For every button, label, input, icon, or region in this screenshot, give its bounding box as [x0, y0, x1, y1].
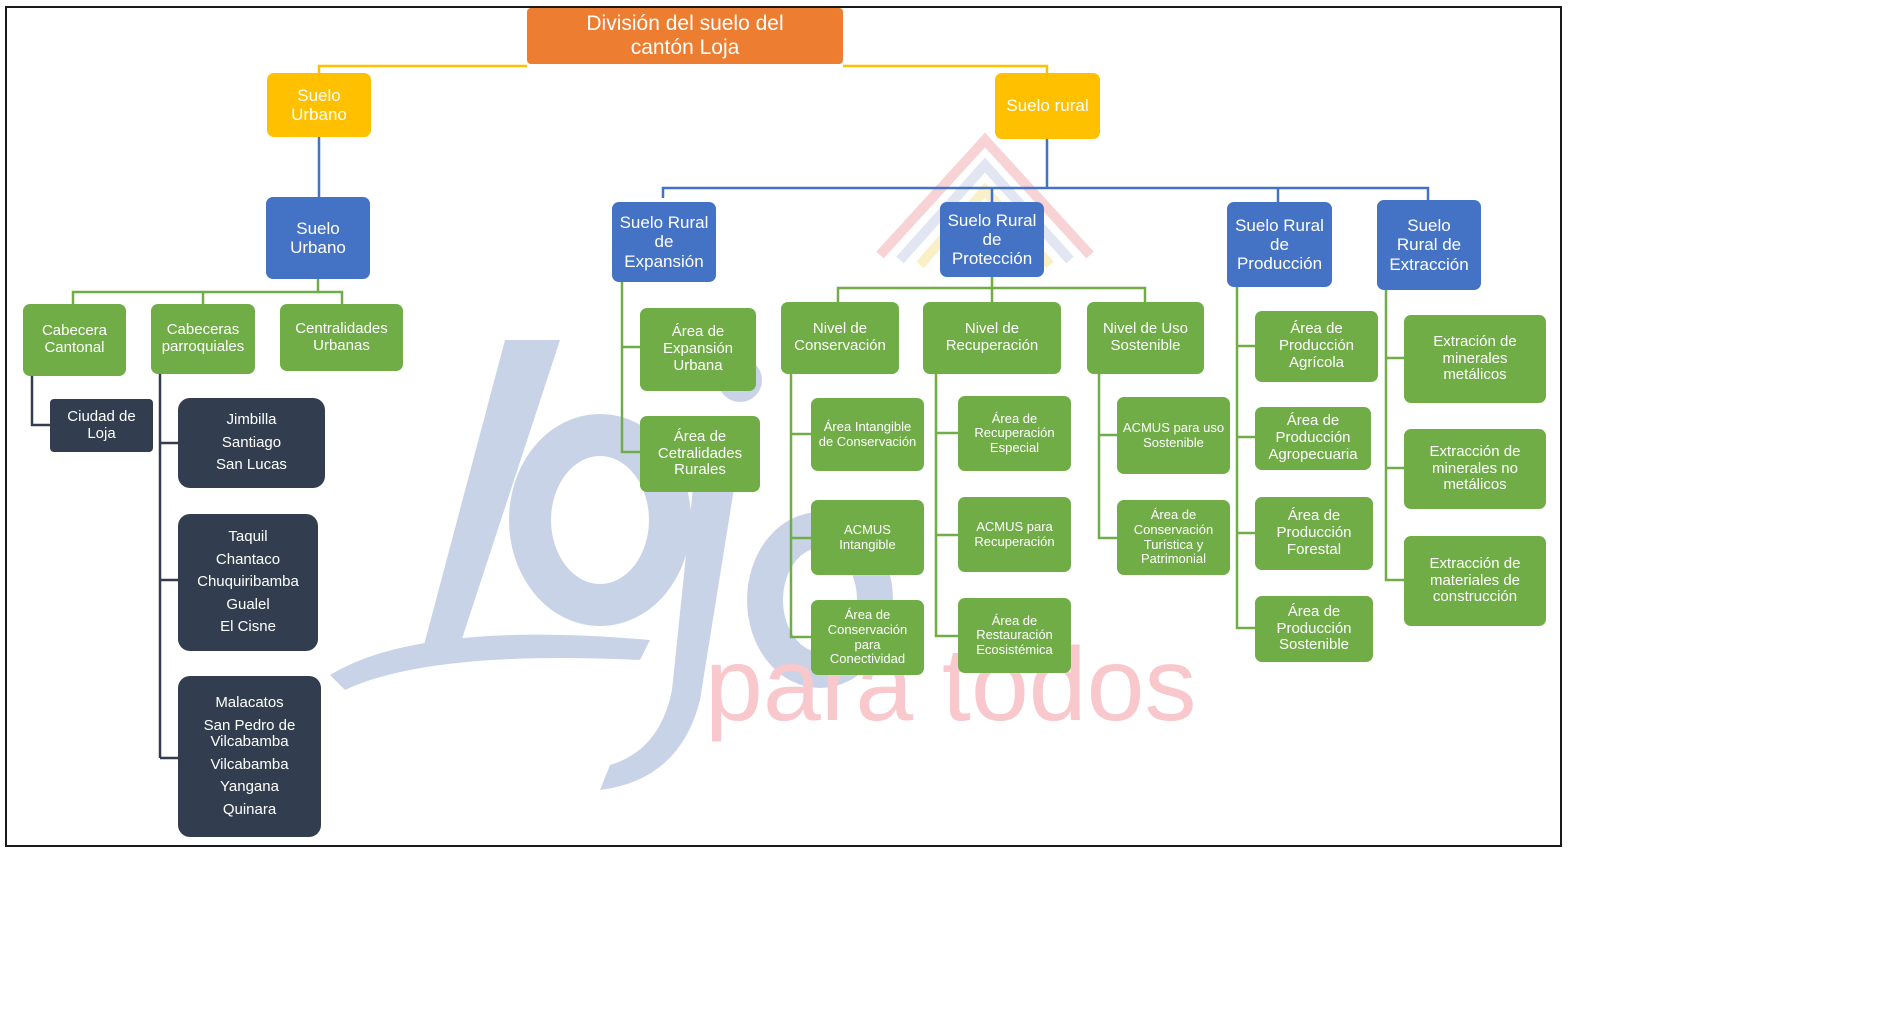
parroquia-el-cisne: El Cisne — [220, 618, 276, 636]
suelo-rural-proteccion-node: Suelo Rural de Protección — [940, 202, 1044, 277]
parroquia-san-lucas: San Lucas — [216, 456, 287, 474]
area-produccion-agricola-node: Área de Producción Agrícola — [1255, 311, 1378, 382]
parroquia-vilcabamba: Vilcabamba — [210, 755, 289, 773]
area-conservacion-turistica-node: Área de Conservación Turística y Patrimo… — [1117, 500, 1230, 575]
acmus-uso-sostenible-node: ACMUS para uso Sostenible — [1117, 397, 1230, 474]
nivel-uso-sostenible-node: Nivel de Uso Sostenible — [1087, 302, 1204, 374]
suelo-rural-node: Suelo rural — [995, 73, 1100, 139]
suelo-rural-expansion-node: Suelo Rural de Expansión — [612, 202, 716, 282]
root-node: División del suelo del cantón Loja — [527, 8, 843, 64]
parroquias-group-2: Taquil Chantaco Chuquiribamba Gualel El … — [178, 514, 318, 651]
suelo-urbano-node: Suelo Urbano — [267, 73, 371, 137]
cabecera-cantonal-node: Cabecera Cantonal — [23, 304, 126, 376]
area-produccion-forestal-node: Área de Producción Forestal — [1255, 497, 1373, 570]
acmus-intangible-node: ACMUS Intangible — [811, 500, 924, 575]
extraccion-materiales-construccion-node: Extracción de materiales de construcción — [1404, 536, 1546, 626]
area-produccion-agropecuaria-node: Área de Producción Agropecuaria — [1255, 407, 1371, 470]
parroquia-yangana: Yangana — [220, 778, 279, 796]
nivel-recuperacion-node: Nivel de Recuperación — [923, 302, 1061, 374]
parroquia-taquil: Taquil — [228, 528, 268, 546]
nivel-conservacion-node: Nivel de Conservación — [781, 302, 899, 374]
connector-lines — [30, 64, 1430, 760]
area-intangible-conservacion-node: Área Intangible de Conservación — [811, 398, 924, 471]
area-restauracion-ecosistemica-node: Área de Restauración Ecosistémica — [958, 598, 1071, 673]
area-cetralidades-rurales-node: Área de Cetralidades Rurales — [640, 416, 760, 492]
area-recuperacion-especial-node: Área de Recuperación Especial — [958, 396, 1071, 471]
centralidades-urbanas-node: Centralidades Urbanas — [280, 304, 403, 371]
area-conservacion-conectividad-node: Área de Conservación para Conectividad — [811, 600, 924, 675]
watermark: para todos — [330, 132, 1196, 790]
extraccion-minerales-metalicos-node: Extración de minerales metálicos — [1404, 315, 1546, 403]
parroquia-gualel: Gualel — [226, 595, 270, 613]
parroquia-malacatos: Malacatos — [215, 693, 284, 711]
parroquia-jimbilla: Jimbilla — [226, 411, 277, 429]
suelo-urbano-sub-node: Suelo Urbano — [266, 197, 370, 279]
parroquia-chuquiribamba: Chuquiribamba — [197, 573, 299, 591]
cabeceras-parroquiales-node: Cabeceras parroquiales — [151, 304, 255, 374]
extraccion-minerales-no-metalicos-node: Extracción de minerales no metálicos — [1404, 429, 1546, 509]
acmus-recuperacion-node: ACMUS para Recuperación — [958, 497, 1071, 572]
diagram-frame — [5, 6, 1562, 847]
parroquia-quinara: Quinara — [222, 800, 277, 818]
suelo-rural-produccion-node: Suelo Rural de Producción — [1227, 202, 1332, 287]
parroquia-chantaco: Chantaco — [215, 550, 281, 568]
ciudad-de-loja-node: Ciudad de Loja — [50, 399, 153, 452]
watermark-tagline: para todos — [705, 627, 1196, 743]
parroquia-santiago: Santiago — [221, 433, 282, 451]
parroquia-san-pedro-de-vilcabamba: San Pedro de Vilcabamba — [203, 717, 296, 750]
area-produccion-sostenible-node: Área de Producción Sostenible — [1255, 596, 1373, 662]
area-expansion-urbana-node: Área de Expansión Urbana — [640, 308, 756, 391]
parroquias-group-3: Malacatos San Pedro de Vilcabamba Vilcab… — [178, 676, 321, 837]
parroquias-group-1: Jimbilla Santiago San Lucas — [178, 398, 325, 488]
suelo-rural-extraccion-node: Suelo Rural de Extracción — [1377, 200, 1481, 290]
